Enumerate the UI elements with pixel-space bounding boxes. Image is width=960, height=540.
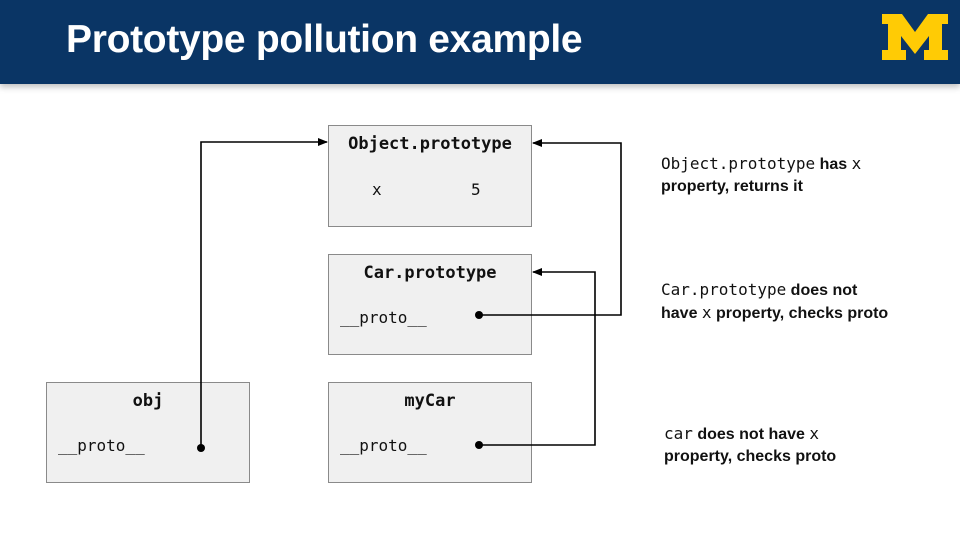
anno-code: x — [701, 303, 712, 322]
obj-proto-field: __proto__ — [58, 436, 145, 455]
anno-code: Car.prototype — [661, 280, 787, 299]
object-prototype-annotation: Object.prototype has x property, returns… — [661, 153, 861, 198]
block-m-icon — [882, 14, 948, 60]
mycar-title: myCar — [404, 391, 456, 411]
mycar-proto-arrow — [475, 268, 596, 449]
car-prototype-proto-field: __proto__ — [340, 308, 427, 327]
property-value-5: 5 — [471, 180, 481, 199]
obj-title: obj — [132, 391, 164, 411]
car-prototype-proto-arrow — [475, 139, 622, 319]
car-prototype-box: Car.prototype __proto__ — [328, 254, 532, 355]
mycar-proto-field: __proto__ — [340, 436, 427, 455]
anno-code: x — [851, 154, 862, 173]
anno-text: has — [815, 156, 852, 173]
mycar-annotation: car does not have x property, checks pro… — [664, 423, 836, 468]
anno-text: property, checks proto — [664, 448, 837, 465]
mycar-box: myCar __proto__ — [328, 382, 532, 483]
anno-code: car — [664, 424, 693, 443]
obj-box: obj __proto__ — [46, 382, 250, 483]
object-prototype-title: Object.prototype — [348, 134, 512, 154]
obj-proto-arrow — [197, 138, 328, 452]
slide-title: Prototype pollution example — [66, 18, 583, 61]
object-prototype-box: Object.prototype x 5 — [328, 125, 532, 227]
title-bar: Prototype pollution example — [0, 0, 960, 84]
car-prototype-annotation: Car.prototype does not have x property, … — [661, 279, 888, 325]
anno-text: property, returns it — [661, 178, 803, 195]
anno-code: Object.prototype — [661, 154, 816, 173]
anno-code: x — [809, 424, 820, 443]
property-key-x: x — [372, 180, 382, 199]
anno-text: have — [661, 305, 702, 322]
anno-text: does not — [786, 282, 858, 299]
anno-text: does not have — [692, 426, 810, 443]
anno-text: property, checks proto — [711, 305, 889, 322]
car-prototype-title: Car.prototype — [363, 263, 497, 283]
